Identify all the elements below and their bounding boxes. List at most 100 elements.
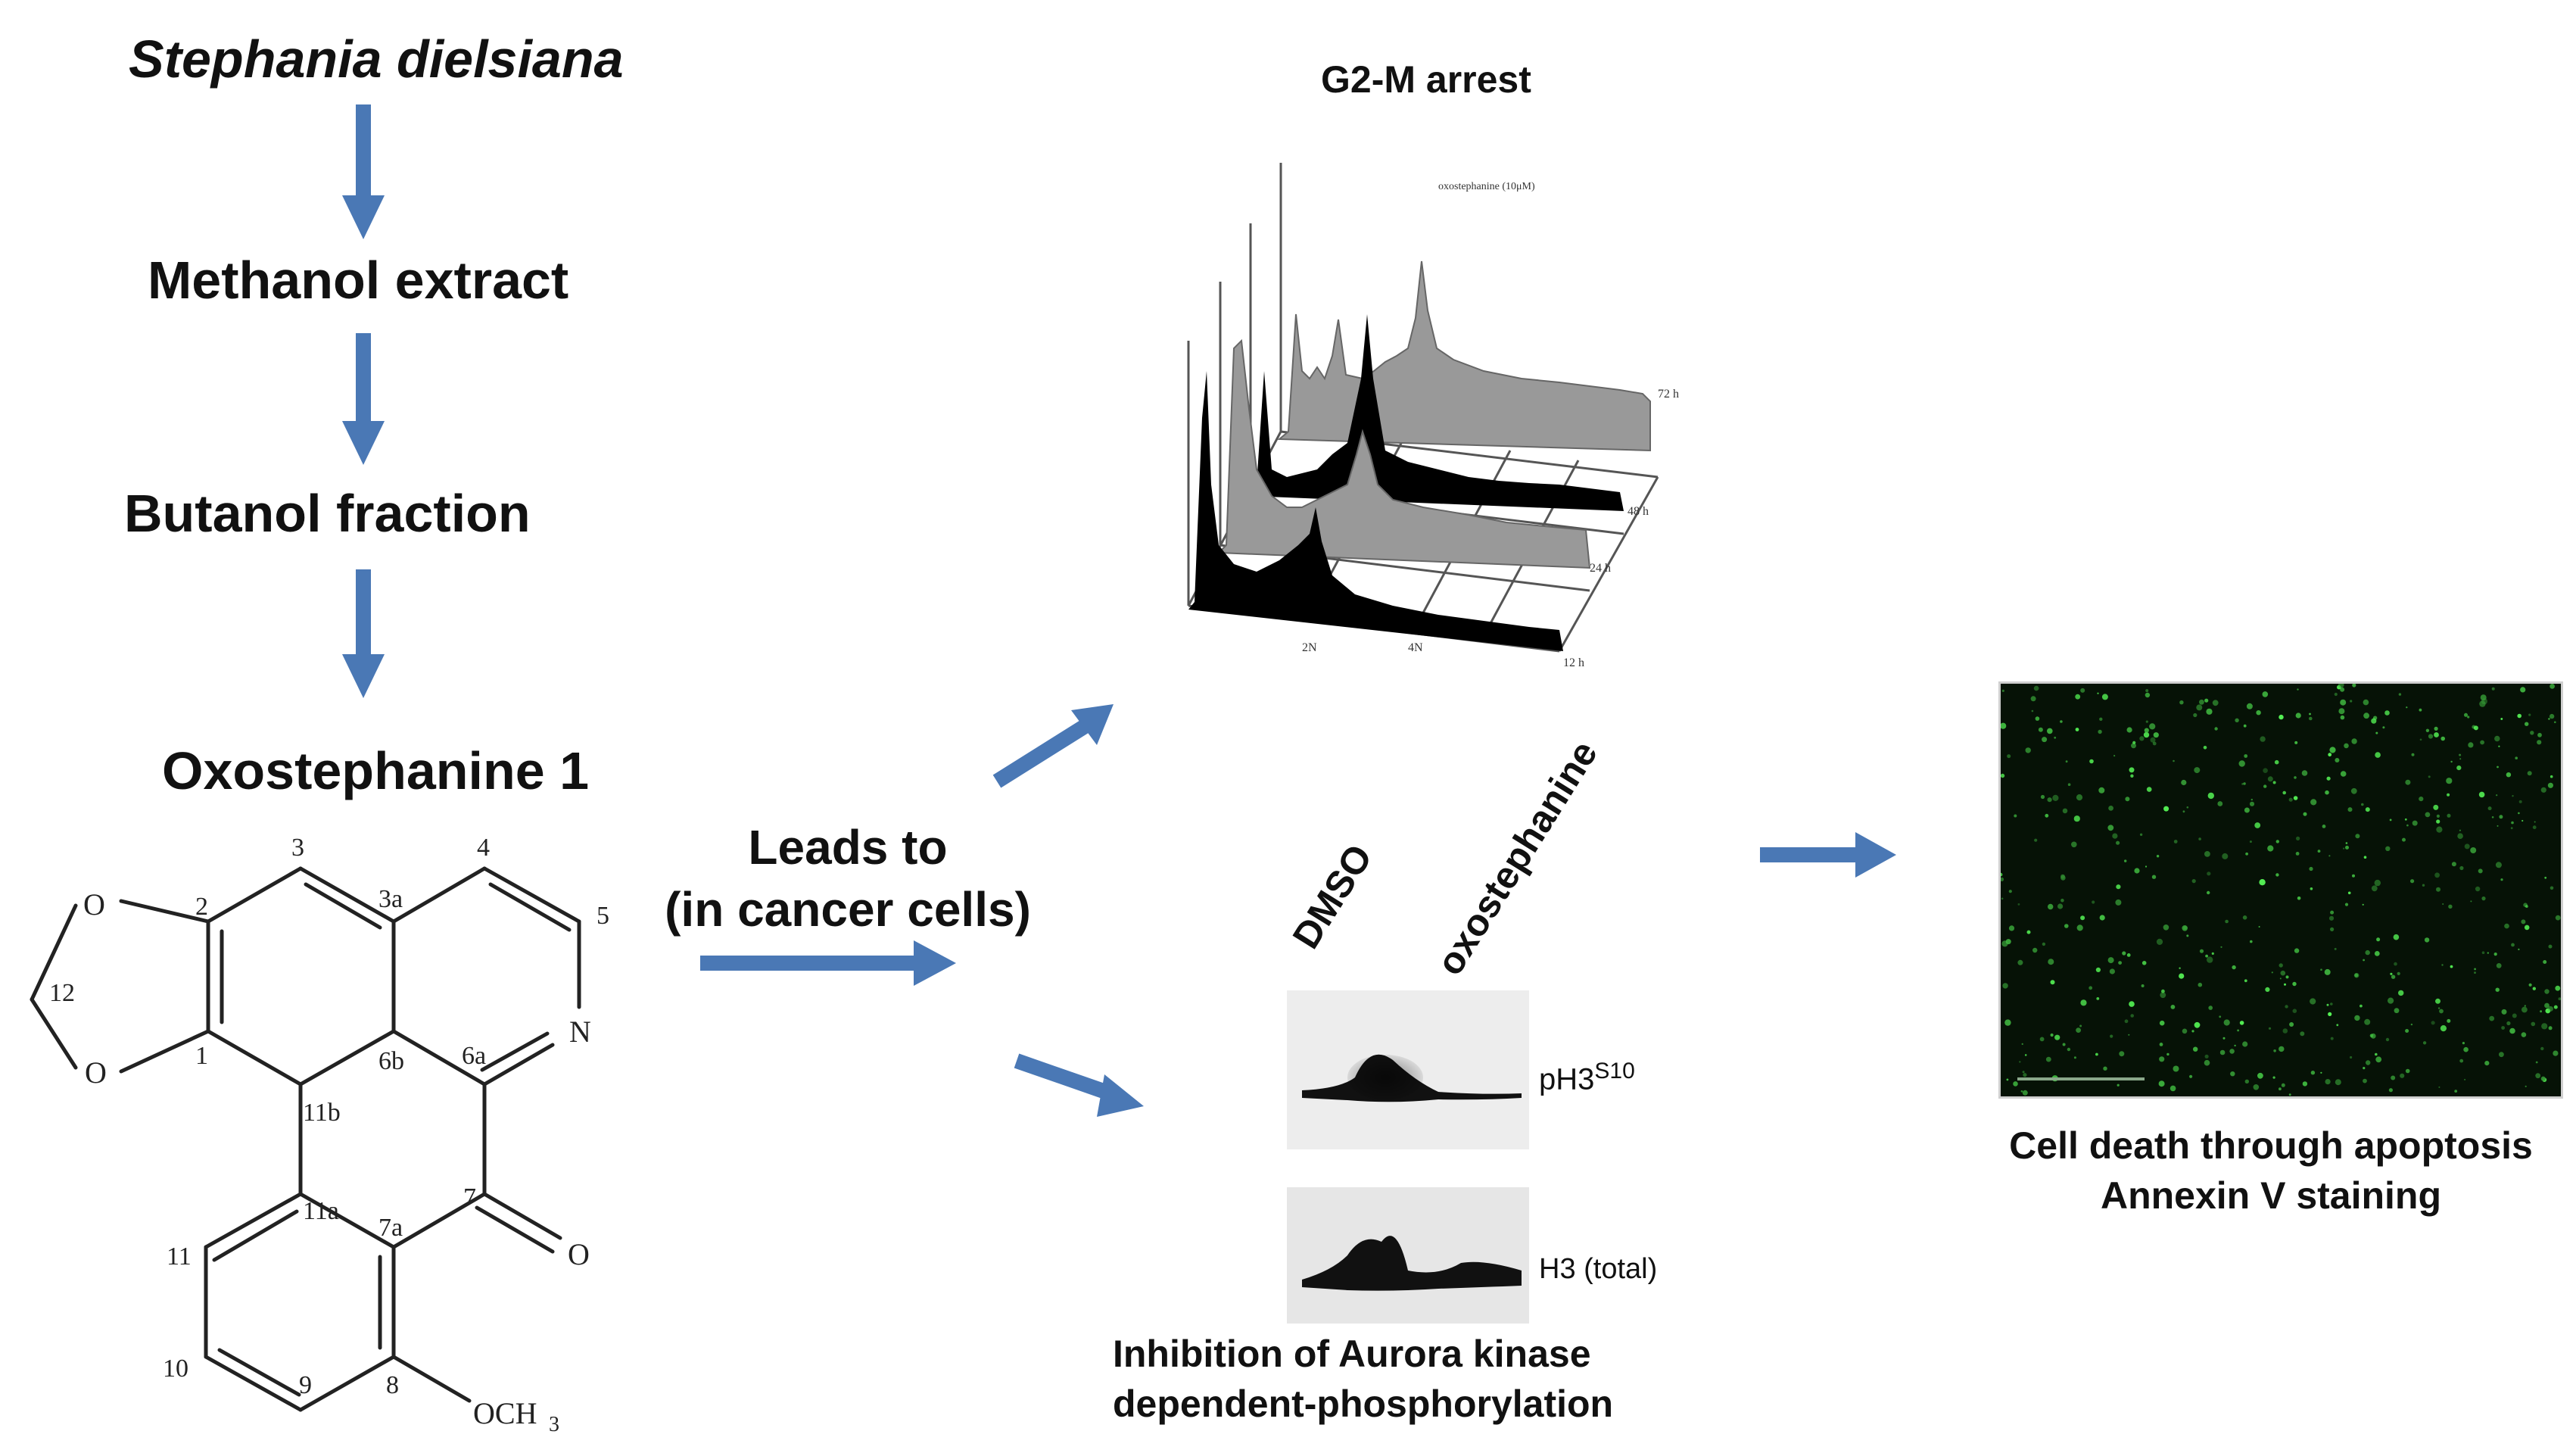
stained-cell-dot: [2385, 1037, 2390, 1042]
stained-cell-dot: [2062, 808, 2068, 814]
stained-cell-dot: [2384, 710, 2390, 716]
stained-cell-dot: [2071, 841, 2077, 848]
atom-label-7: 7: [463, 1183, 476, 1211]
stained-cell-dot: [2524, 924, 2530, 931]
butanol-fraction-label: Butanol fraction: [124, 484, 531, 543]
stained-cell-dot: [2518, 812, 2520, 815]
stained-cell-dot: [2390, 972, 2393, 975]
stained-cell-dot: [2282, 1028, 2288, 1034]
stained-cell-dot: [2159, 1056, 2165, 1062]
stained-cell-dot: [2271, 971, 2273, 974]
stained-cell-dot: [2008, 890, 2012, 893]
stained-cell-dot: [2098, 787, 2105, 794]
stained-cell-dot: [2047, 728, 2053, 734]
oxostephanine-label: Oxostephanine 1: [162, 741, 590, 800]
stained-cell-dot: [2191, 1030, 2194, 1033]
stained-cell-dot: [2125, 797, 2130, 802]
stained-cell-dot: [2204, 698, 2209, 703]
stained-cell-dot: [2473, 725, 2478, 731]
stained-cell-dot: [2274, 759, 2279, 765]
stained-cell-dot: [2219, 1049, 2226, 1055]
stained-cell-dot: [2022, 1071, 2025, 1074]
stained-cell-dot: [2340, 771, 2347, 777]
stained-cell-dot: [2419, 797, 2424, 802]
stained-cell-dot: [2263, 784, 2267, 788]
stained-cell-dot: [2511, 821, 2514, 825]
stained-cell-dot: [2001, 897, 2004, 900]
stained-cell-dot: [2245, 852, 2248, 856]
stained-cell-dot: [2145, 865, 2148, 868]
stained-cell-dot: [2242, 1041, 2248, 1047]
stained-cell-dot: [2439, 1009, 2444, 1014]
stained-cell-dot: [2080, 999, 2087, 1006]
stained-cell-dot: [2092, 900, 2095, 904]
stained-cell-dot: [2025, 747, 2031, 753]
stained-cell-dot: [2112, 833, 2118, 839]
source-plant-label: Stephania dielsiana: [129, 30, 624, 89]
stained-cell-dot: [2099, 915, 2105, 921]
stained-cell-dot: [2480, 740, 2484, 745]
stained-cell-dot: [2328, 915, 2335, 921]
stained-cell-dot: [2334, 692, 2338, 697]
stained-cell-dot: [2075, 694, 2081, 700]
stained-cell-dot: [2470, 900, 2472, 903]
stained-cell-dot: [2212, 700, 2219, 706]
stained-cell-dot: [2521, 919, 2526, 924]
stained-cell-dot: [2244, 1079, 2249, 1084]
stained-cell-dot: [2388, 997, 2394, 1004]
arrow-right-to-apoptosis: [1760, 832, 1896, 878]
stained-cell-dot: [2350, 700, 2353, 703]
blot-band-h3-total: [1287, 1187, 1529, 1324]
stained-cell-dot: [2363, 712, 2369, 719]
stained-cell-dot: [2258, 926, 2260, 928]
stained-cell-dot: [2144, 728, 2149, 733]
stained-cell-dot: [2504, 923, 2509, 929]
atom-label-10: 10: [163, 1355, 188, 1383]
stained-cell-dot: [2113, 755, 2116, 757]
stained-cell-dot: [2456, 765, 2462, 771]
stained-cell-dot: [2441, 736, 2445, 741]
stained-cell-dot: [2050, 1033, 2054, 1037]
stained-cell-dot: [2447, 793, 2450, 797]
down-arrow-1: [342, 104, 385, 239]
stained-cell-dot: [2374, 879, 2381, 887]
stained-cell-dot: [2179, 967, 2181, 969]
stained-cell-dot: [2448, 904, 2453, 909]
stained-cell-dot: [2517, 713, 2521, 719]
stained-cell-dot: [2199, 949, 2204, 953]
stained-cell-dot: [2163, 924, 2170, 931]
stained-cell-dot: [2079, 1024, 2082, 1027]
stained-cell-dot: [2005, 939, 2011, 945]
stained-cell-dot: [2150, 737, 2156, 743]
stained-cell-dot: [2198, 982, 2203, 987]
stained-cell-dot: [2374, 951, 2380, 956]
atom-label-3: 3: [291, 834, 304, 862]
stained-cell-dot: [2550, 886, 2554, 890]
stained-cell-dot: [2547, 1006, 2553, 1012]
stained-cell-dot: [2225, 919, 2229, 924]
stained-cell-dot: [2470, 847, 2477, 853]
stained-cell-dot: [2020, 1090, 2023, 1093]
stained-cell-dot: [2196, 704, 2203, 711]
stained-cell-dot: [2031, 709, 2034, 712]
stained-cell-dot: [2039, 1037, 2045, 1042]
arrow-down-right: [1014, 1053, 1144, 1117]
stained-cell-dot: [2045, 813, 2049, 818]
stained-cell-dot: [2230, 1071, 2235, 1077]
stained-cell-dot: [2521, 1006, 2528, 1013]
stained-cell-dot: [2447, 1018, 2451, 1023]
time-label-72h: 72 h: [1658, 388, 1679, 401]
stained-cell-dot: [2463, 1046, 2469, 1052]
stained-cell-dot: [2023, 1073, 2027, 1077]
stained-cell-dot: [2250, 940, 2253, 943]
stained-cell-dot: [2075, 728, 2079, 731]
stained-cell-dot: [2179, 973, 2185, 979]
stained-cell-dot: [2134, 868, 2140, 874]
band-label-ph3-sup: S10: [1594, 1059, 1635, 1084]
stained-cell-dot: [2549, 713, 2555, 719]
stained-cell-dot: [2335, 1079, 2341, 1086]
stained-cell-dot: [2107, 957, 2114, 964]
stained-cell-dot: [2207, 871, 2211, 876]
stained-cell-dot: [2457, 833, 2463, 839]
stained-cell-dot: [2393, 934, 2400, 940]
